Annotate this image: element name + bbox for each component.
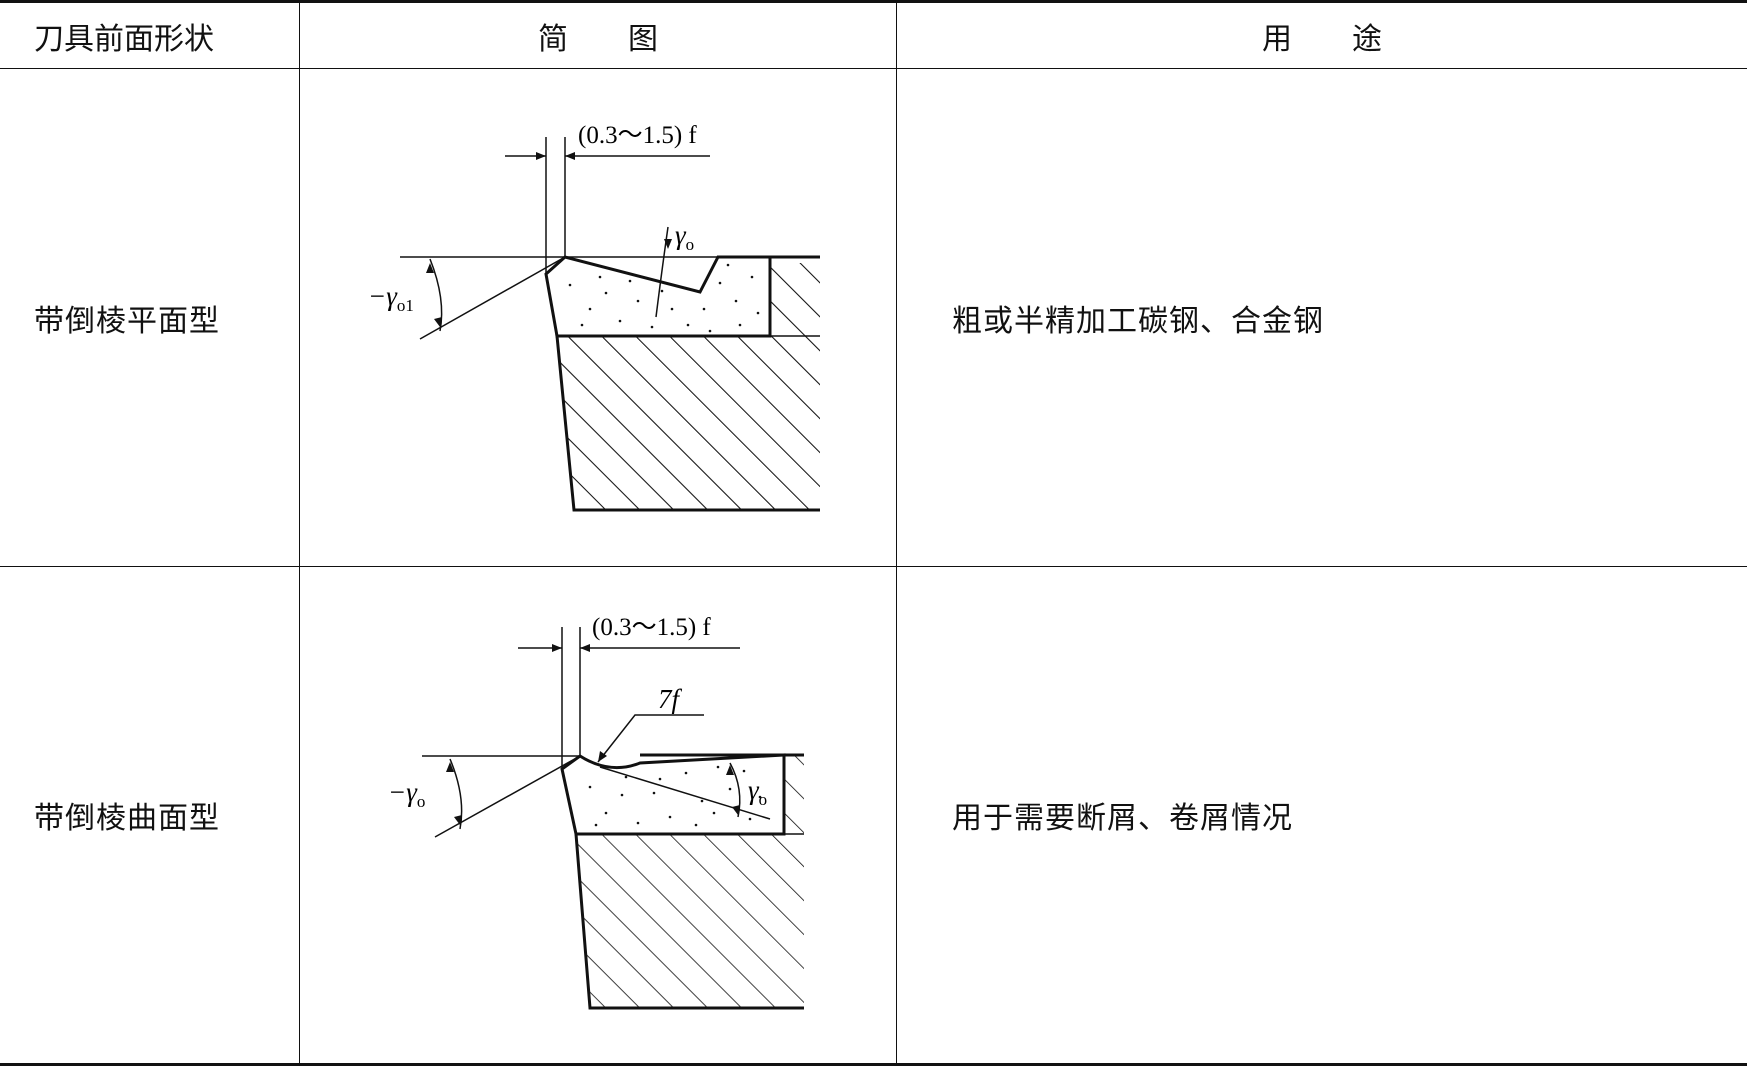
- header-use: 用 途: [897, 2, 1747, 69]
- row1-angle-gamma-o: γo: [675, 220, 694, 254]
- row1-angle-neg-gamma-o1: −γo1: [368, 281, 414, 315]
- row2-use-cell: 用于需要断屑、卷屑情况: [897, 567, 1747, 1065]
- flat-chamfer-diagram: (0.3～1.5) f γo −γo1: [300, 69, 896, 566]
- row2-shape-cell: 带倒棱曲面型: [0, 567, 300, 1065]
- row1-shape-cell: 带倒棱平面型: [0, 69, 300, 567]
- row1-use-cell: 粗或半精加工碳钢、合金钢: [897, 69, 1747, 567]
- row1-diagram-cell: (0.3～1.5) f γo −γo1: [300, 69, 897, 567]
- row1-shape-name: 带倒棱平面型: [0, 296, 299, 340]
- curved-chamfer-diagram: (0.3～1.5) f 7f γo −γo: [300, 567, 896, 1063]
- row2-diagram-cell: (0.3～1.5) f 7f γo −γo: [300, 567, 897, 1065]
- row2-use-text: 用于需要断屑、卷屑情况: [897, 793, 1747, 837]
- table-row: 带倒棱平面型: [0, 69, 1747, 567]
- table-header-row: 刀具前面形状 简 图 用 途: [0, 2, 1747, 69]
- table-row: 带倒棱曲面型: [0, 567, 1747, 1065]
- header-diagram: 简 图: [300, 2, 897, 69]
- row1-use-text: 粗或半精加工碳钢、合金钢: [897, 296, 1747, 340]
- row2-shape-name: 带倒棱曲面型: [0, 793, 299, 837]
- row1-dimension-label: (0.3～1.5) f: [578, 122, 697, 149]
- row2-radius-label: 7f: [658, 684, 683, 714]
- row2-dimension-label: (0.3～1.5) f: [592, 614, 711, 641]
- header-shape: 刀具前面形状: [0, 2, 300, 69]
- row2-angle-neg-gamma-o: −γo: [388, 777, 425, 811]
